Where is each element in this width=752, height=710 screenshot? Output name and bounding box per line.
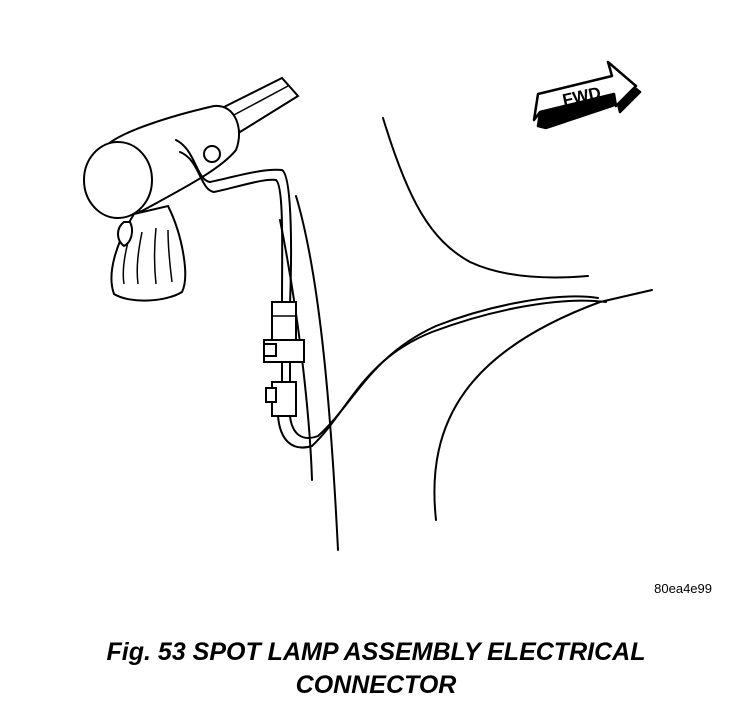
lamp-arm-highlight [231, 85, 289, 117]
lamp-mount-bolt [203, 145, 221, 163]
lower-connector-tab [265, 387, 277, 403]
reference-code: 80ea4e99 [654, 581, 712, 596]
caption-line-1: Fig. 53 SPOT LAMP ASSEMBLY ELECTRICAL [106, 638, 646, 666]
windshield-curve [382, 117, 589, 279]
handle-grip-ridges [122, 227, 173, 285]
body-wire-inner [289, 295, 599, 439]
lamp-wire-harness [175, 139, 293, 305]
body-wire-harness [277, 295, 607, 449]
pillar-front-edge [295, 195, 339, 551]
upper-connector-tab [263, 343, 277, 357]
connector-gap-wire [281, 362, 291, 382]
pillar-inner-edge [279, 219, 313, 481]
handle-trigger [117, 221, 133, 248]
forward-arrow-icon [532, 60, 642, 130]
lower-connector [265, 381, 297, 417]
caption-line-2: CONNECTOR [295, 671, 457, 699]
lamp-wire-inner [179, 151, 284, 305]
spot-lamp-housing [83, 104, 240, 302]
upper-connector [263, 301, 305, 363]
figure-caption: Fig. 53 SPOT LAMP ASSEMBLY ELECTRICAL CO… [20, 636, 732, 702]
body-pillar-outline [279, 117, 653, 551]
lamp-lens [83, 141, 153, 219]
forward-arrow-shape [532, 60, 638, 122]
lamp-handle [110, 204, 187, 302]
door-frame-curve [433, 289, 653, 521]
lamp-wire-outer [175, 139, 293, 305]
upper-connector-body [271, 301, 297, 341]
